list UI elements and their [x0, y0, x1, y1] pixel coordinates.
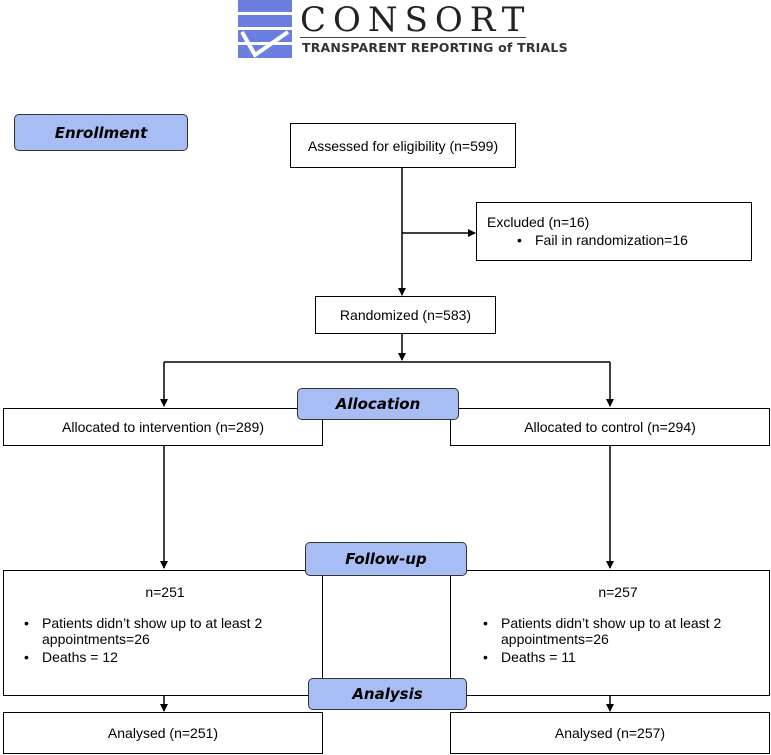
excluded-title: Excluded (n=16) — [487, 214, 590, 230]
followup-intervention-item: Deaths = 12 — [18, 649, 312, 665]
logo-tagline: TRANSPARENT REPORTING of TRIALS — [302, 40, 568, 55]
box-allocated-control: Allocated to control (n=294) — [450, 408, 770, 446]
excluded-list: Fail in randomization=16 — [487, 231, 741, 249]
followup-control-item: Deaths = 11 — [477, 649, 759, 665]
followup-control-n: n=257 — [598, 584, 638, 600]
box-excluded: Excluded (n=16) Fail in randomization=16 — [476, 202, 752, 261]
followup-control-item: Patients didn’t show up to at least 2 ap… — [477, 615, 759, 647]
box-analysed-intervention: Analysed (n=251) — [3, 712, 323, 754]
stage-follow-up: Follow-up — [305, 542, 467, 576]
followup-intervention-item: Patients didn’t show up to at least 2 ap… — [18, 615, 312, 647]
consort-logo-mark — [238, 0, 292, 58]
stage-analysis: Analysis — [308, 678, 467, 710]
logo-wordmark: CONSORT — [300, 0, 532, 40]
followup-intervention-n: n=251 — [145, 584, 185, 600]
box-assessed-eligibility: Assessed for eligibility (n=599) — [290, 123, 516, 168]
stage-enrollment: Enrollment — [14, 114, 188, 151]
stage-allocation: Allocation — [297, 388, 459, 420]
box-followup-intervention: n=251 Patients didn’t show up to at leas… — [3, 570, 323, 696]
excluded-item: Fail in randomization=16 — [511, 231, 741, 249]
box-analysed-control: Analysed (n=257) — [450, 712, 770, 754]
box-allocated-intervention: Allocated to intervention (n=289) — [3, 408, 323, 446]
box-followup-control: n=257 Patients didn’t show up to at leas… — [450, 570, 770, 696]
followup-control-list: Patients didn’t show up to at least 2 ap… — [477, 615, 759, 665]
box-randomized: Randomized (n=583) — [315, 296, 496, 334]
logo-rule — [300, 37, 526, 38]
followup-intervention-list: Patients didn’t show up to at least 2 ap… — [18, 615, 312, 665]
